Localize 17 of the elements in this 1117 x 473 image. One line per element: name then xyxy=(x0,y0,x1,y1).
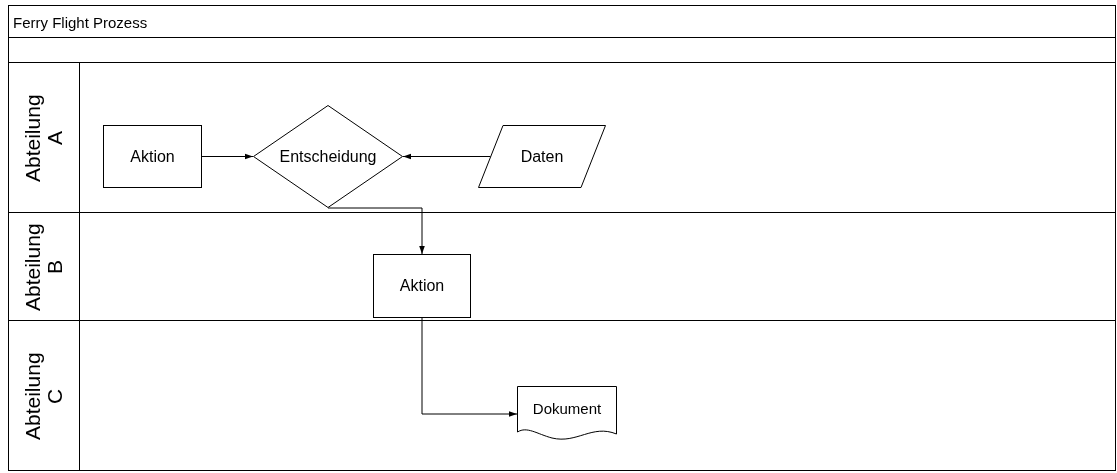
pool-frame xyxy=(8,5,1116,471)
swimlane xyxy=(9,320,1115,471)
arrow xyxy=(421,317,518,417)
lane-label: Abteilung A xyxy=(21,92,67,184)
arrow xyxy=(402,153,491,160)
document-shape: Dokument xyxy=(517,386,617,442)
pool-title: Ferry Flight Prozess xyxy=(13,14,148,31)
swimlane xyxy=(9,212,1115,320)
decision-diamond: Entscheidung xyxy=(253,105,403,208)
lane-label: Abteilung C xyxy=(21,351,67,442)
arrow xyxy=(327,207,425,255)
data-parallelogram: Daten xyxy=(478,125,606,188)
process-box: Aktion xyxy=(373,254,471,318)
arrow xyxy=(201,153,254,160)
swimlane xyxy=(9,62,1115,212)
process-box: Aktion xyxy=(103,125,202,188)
lane-label: Abteilung B xyxy=(21,221,67,313)
